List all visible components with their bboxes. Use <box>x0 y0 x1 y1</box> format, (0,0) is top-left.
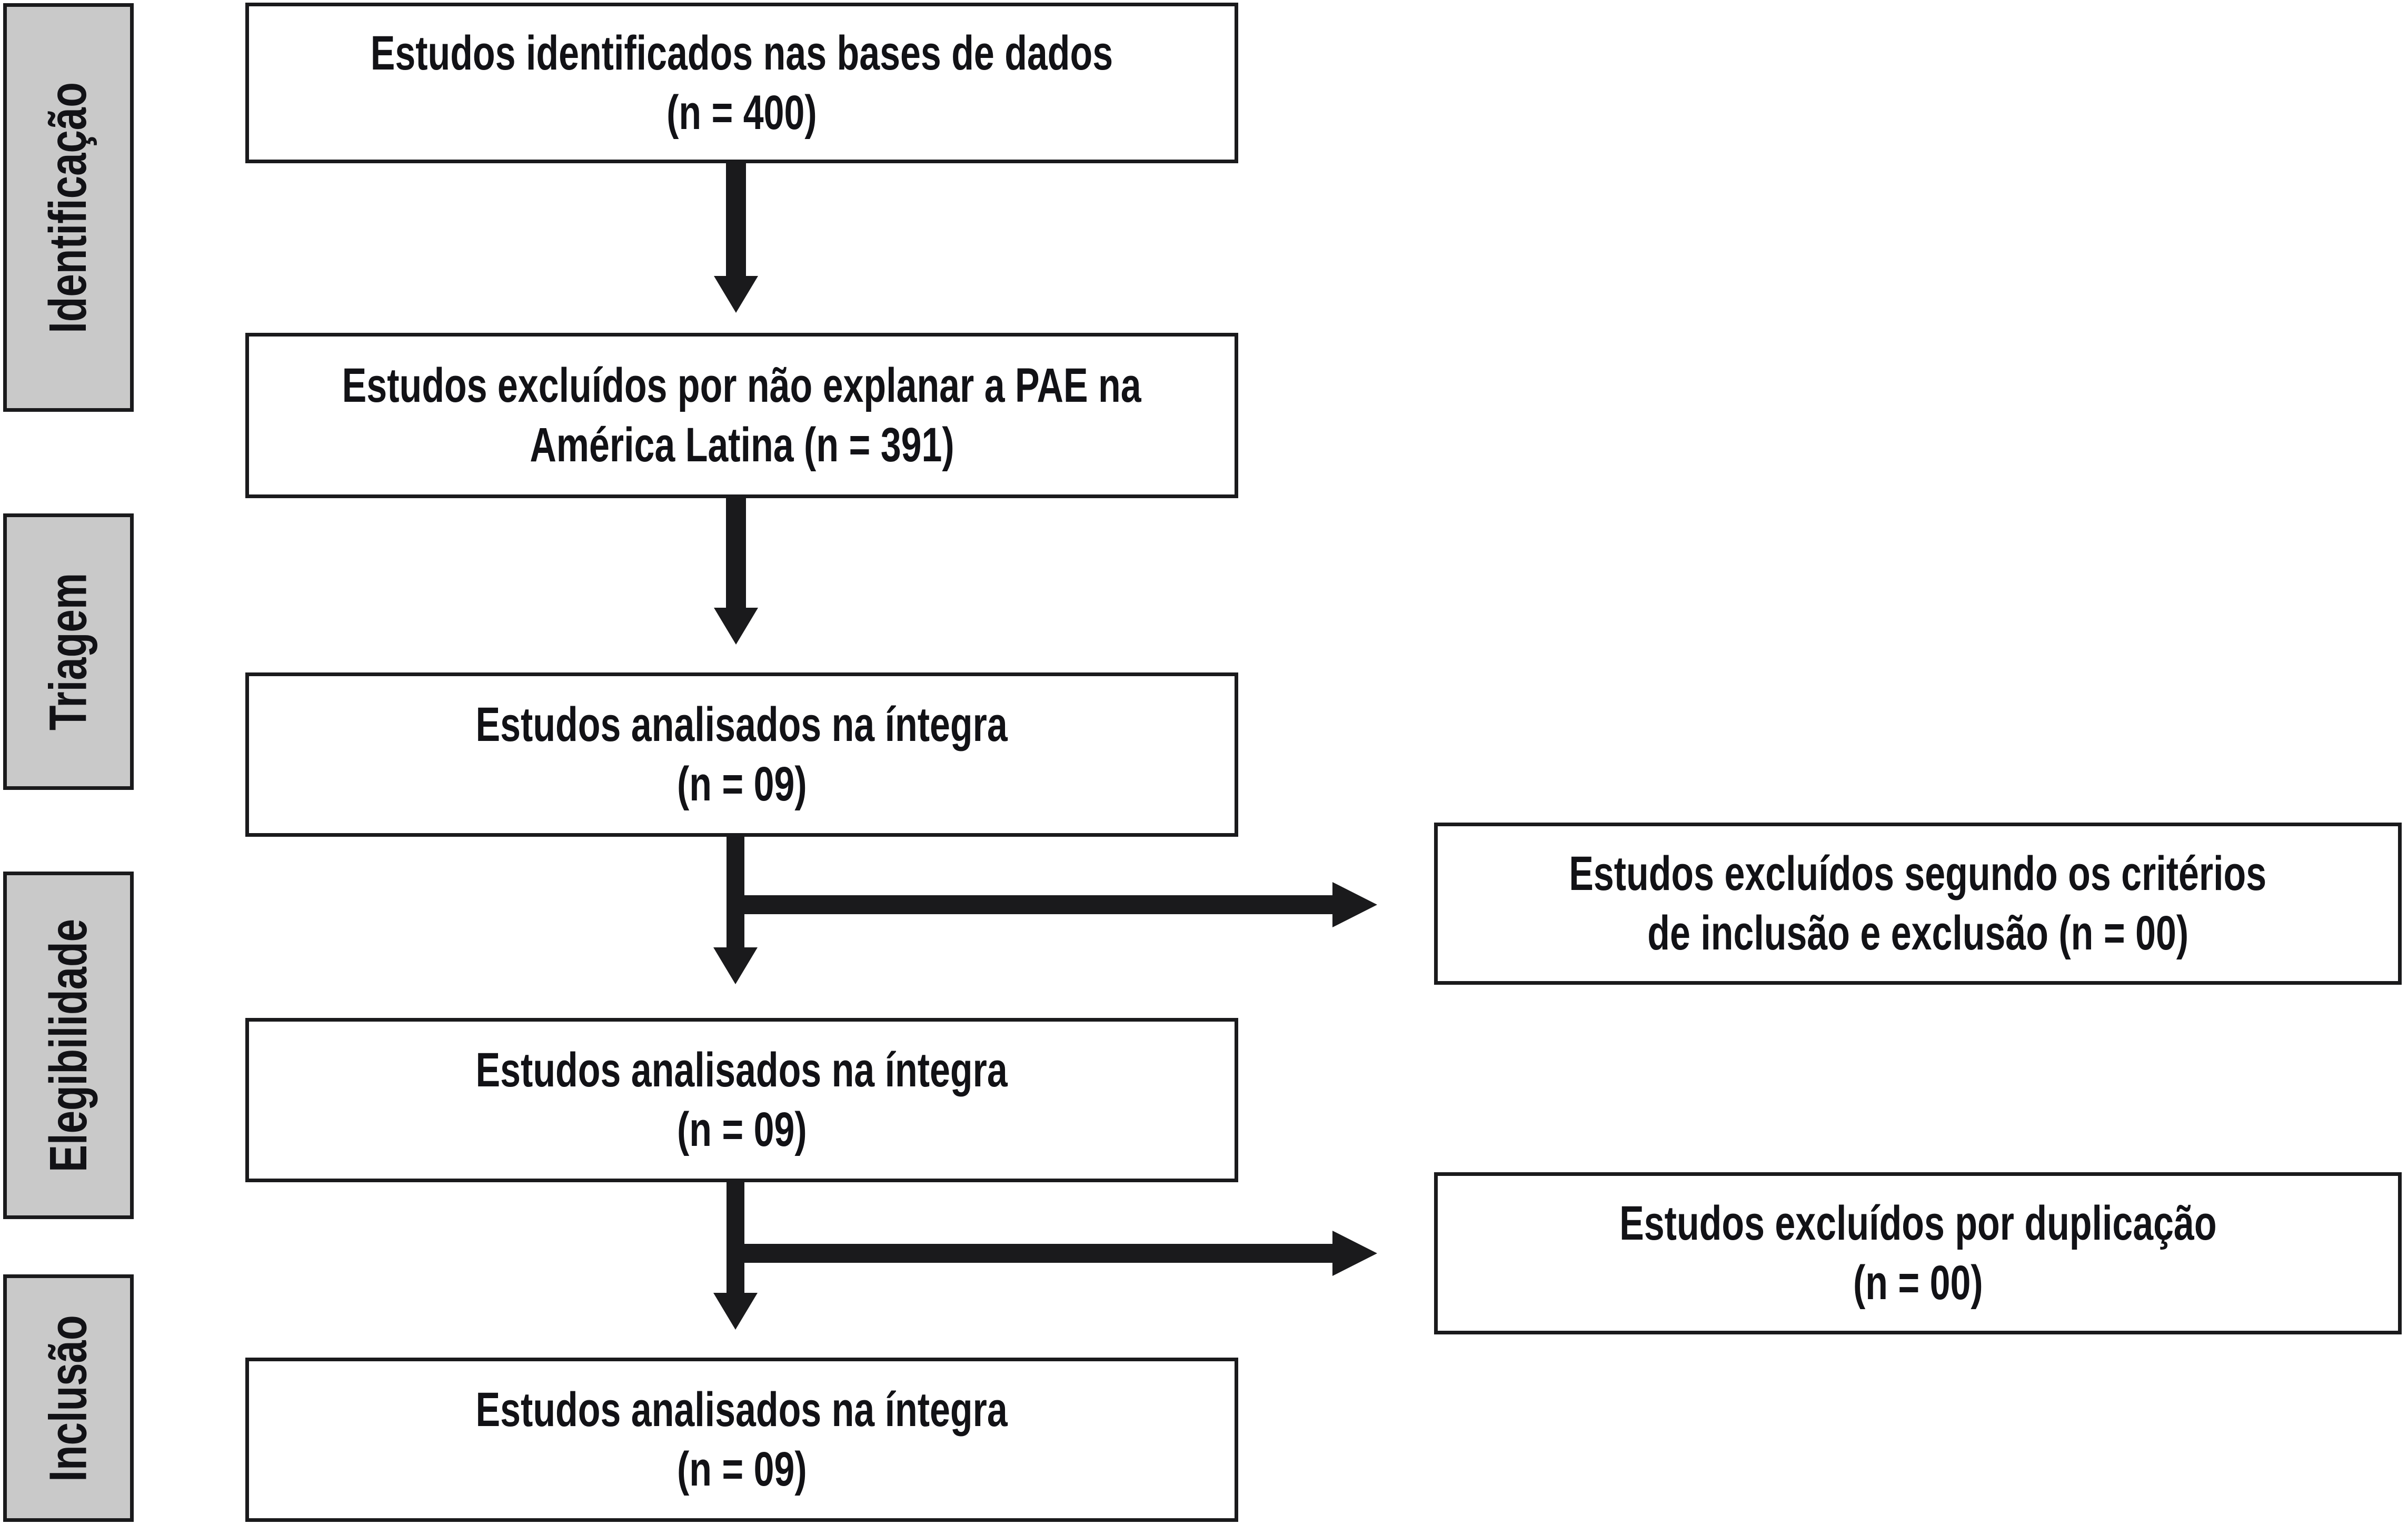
arrow-analyzed2-to-analyzed3-shaft <box>727 1181 744 1294</box>
flow-box-analyzed-2-line-1: Estudos analisados na íntegra <box>475 1043 1008 1097</box>
arrow-identified-to-excluded-head-icon <box>714 276 758 313</box>
arrow-excluded-to-analyzed1-shaft <box>726 497 746 609</box>
arrow-analyzed1-to-criteria-head-icon <box>1332 882 1377 927</box>
flow-box-analyzed-2-count: (n = 09) <box>676 1103 807 1156</box>
arrow-analyzed2-to-duplicates-head-icon <box>1332 1231 1377 1276</box>
flow-box-excluded-pae-line-2: América Latina (n = 391) <box>529 418 954 472</box>
exclusion-box-criteria-line-1: Estudos excluídos segundo os critérios <box>1569 847 2267 900</box>
stage-label-inclusao: Inclusão <box>38 1314 98 1482</box>
stage-label-triagem: Triagem <box>38 572 98 731</box>
stage-box-identificacao: Identificação <box>3 3 134 412</box>
stage-label-identificacao: Identificação <box>38 82 98 333</box>
flow-box-analyzed-3-count: (n = 09) <box>676 1442 807 1496</box>
stage-box-triagem: Triagem <box>3 513 134 790</box>
flow-box-analyzed-1-line-1: Estudos analisados na íntegra <box>475 698 1008 751</box>
flow-box-analyzed-1: Estudos analisados na íntegra (n = 09) <box>245 672 1238 837</box>
arrow-excluded-to-analyzed1-head-icon <box>714 608 758 645</box>
exclusion-box-criteria: Estudos excluídos segundo os critérios d… <box>1434 823 2402 985</box>
arrow-identified-to-excluded-shaft <box>726 162 746 277</box>
arrow-analyzed1-to-criteria-shaft <box>735 895 1333 914</box>
exclusion-box-duplicates-count: (n = 00) <box>1853 1256 1983 1310</box>
flow-box-excluded-pae-line-1: Estudos excluídos por não explanar a PAE… <box>342 359 1141 412</box>
flow-box-identified: Estudos identificados nas bases de dados… <box>245 3 1238 163</box>
flow-box-analyzed-1-count: (n = 09) <box>676 757 807 811</box>
arrow-analyzed2-to-duplicates-shaft <box>735 1244 1333 1263</box>
exclusion-box-duplicates: Estudos excluídos por duplicação (n = 00… <box>1434 1172 2402 1334</box>
stage-box-inclusao: Inclusão <box>3 1274 134 1522</box>
stage-box-elegibilidade: Elegibilidade <box>3 872 134 1219</box>
stage-label-elegibilidade: Elegibilidade <box>38 918 98 1172</box>
flow-box-identified-line-1: Estudos identificados nas bases de dados <box>370 26 1113 80</box>
arrow-analyzed1-to-analyzed2-shaft <box>727 836 744 949</box>
flow-box-analyzed-3: Estudos analisados na íntegra (n = 09) <box>245 1358 1238 1522</box>
exclusion-box-criteria-line-2: de inclusão e exclusão (n = 00) <box>1647 906 2188 960</box>
flow-box-excluded-pae: Estudos excluídos por não explanar a PAE… <box>245 333 1238 498</box>
flow-box-identified-count: (n = 400) <box>666 85 817 140</box>
flow-box-analyzed-3-line-1: Estudos analisados na íntegra <box>475 1383 1008 1437</box>
flow-box-analyzed-2: Estudos analisados na íntegra (n = 09) <box>245 1018 1238 1182</box>
exclusion-box-duplicates-line-1: Estudos excluídos por duplicação <box>1619 1196 2217 1250</box>
arrow-analyzed1-to-analyzed2-head-icon <box>713 947 758 984</box>
arrow-analyzed2-to-analyzed3-head-icon <box>713 1293 758 1330</box>
